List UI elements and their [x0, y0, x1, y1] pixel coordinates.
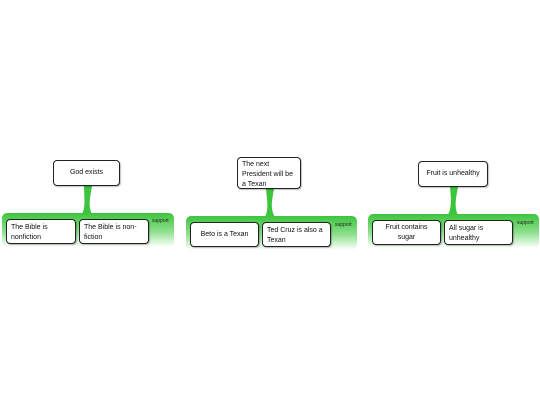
support-label: support — [335, 222, 352, 228]
premise-text: Ted Cruz is also a Texan — [267, 227, 323, 244]
premise-box[interactable]: All sugar is unhealthy — [444, 220, 513, 245]
claim-text: The next President will be a Texan — [242, 161, 293, 188]
claim-box[interactable]: Fruit is unhealthy — [418, 161, 488, 187]
premise-box[interactable]: Ted Cruz is also a Texan — [262, 222, 331, 247]
support-label: support — [152, 218, 169, 224]
premise-text: Fruit contains sugar — [385, 223, 428, 241]
support-connector — [82, 186, 92, 214]
support-connector — [265, 189, 275, 217]
support-label: support — [517, 220, 534, 226]
premise-box[interactable]: The Bible is nonfiction — [6, 219, 76, 244]
premise-box[interactable]: The Bible is non-fiction — [79, 219, 149, 244]
claim-text: Fruit is unhealthy — [426, 170, 480, 177]
support-connector — [448, 187, 458, 215]
premise-box[interactable]: Fruit contains sugar — [372, 220, 441, 245]
claim-box[interactable]: The next President will be a Texan — [237, 157, 301, 189]
premise-text: All sugar is unhealthy — [449, 225, 484, 242]
premise-text: The Bible is nonfiction — [11, 224, 48, 241]
claim-box[interactable]: God exists — [53, 160, 120, 186]
premise-text: Beto is a Texan — [200, 230, 249, 238]
premise-box[interactable]: Beto is a Texan — [190, 222, 259, 247]
premise-text: The Bible is non-fiction — [84, 224, 137, 241]
claim-text: God exists — [69, 169, 104, 176]
